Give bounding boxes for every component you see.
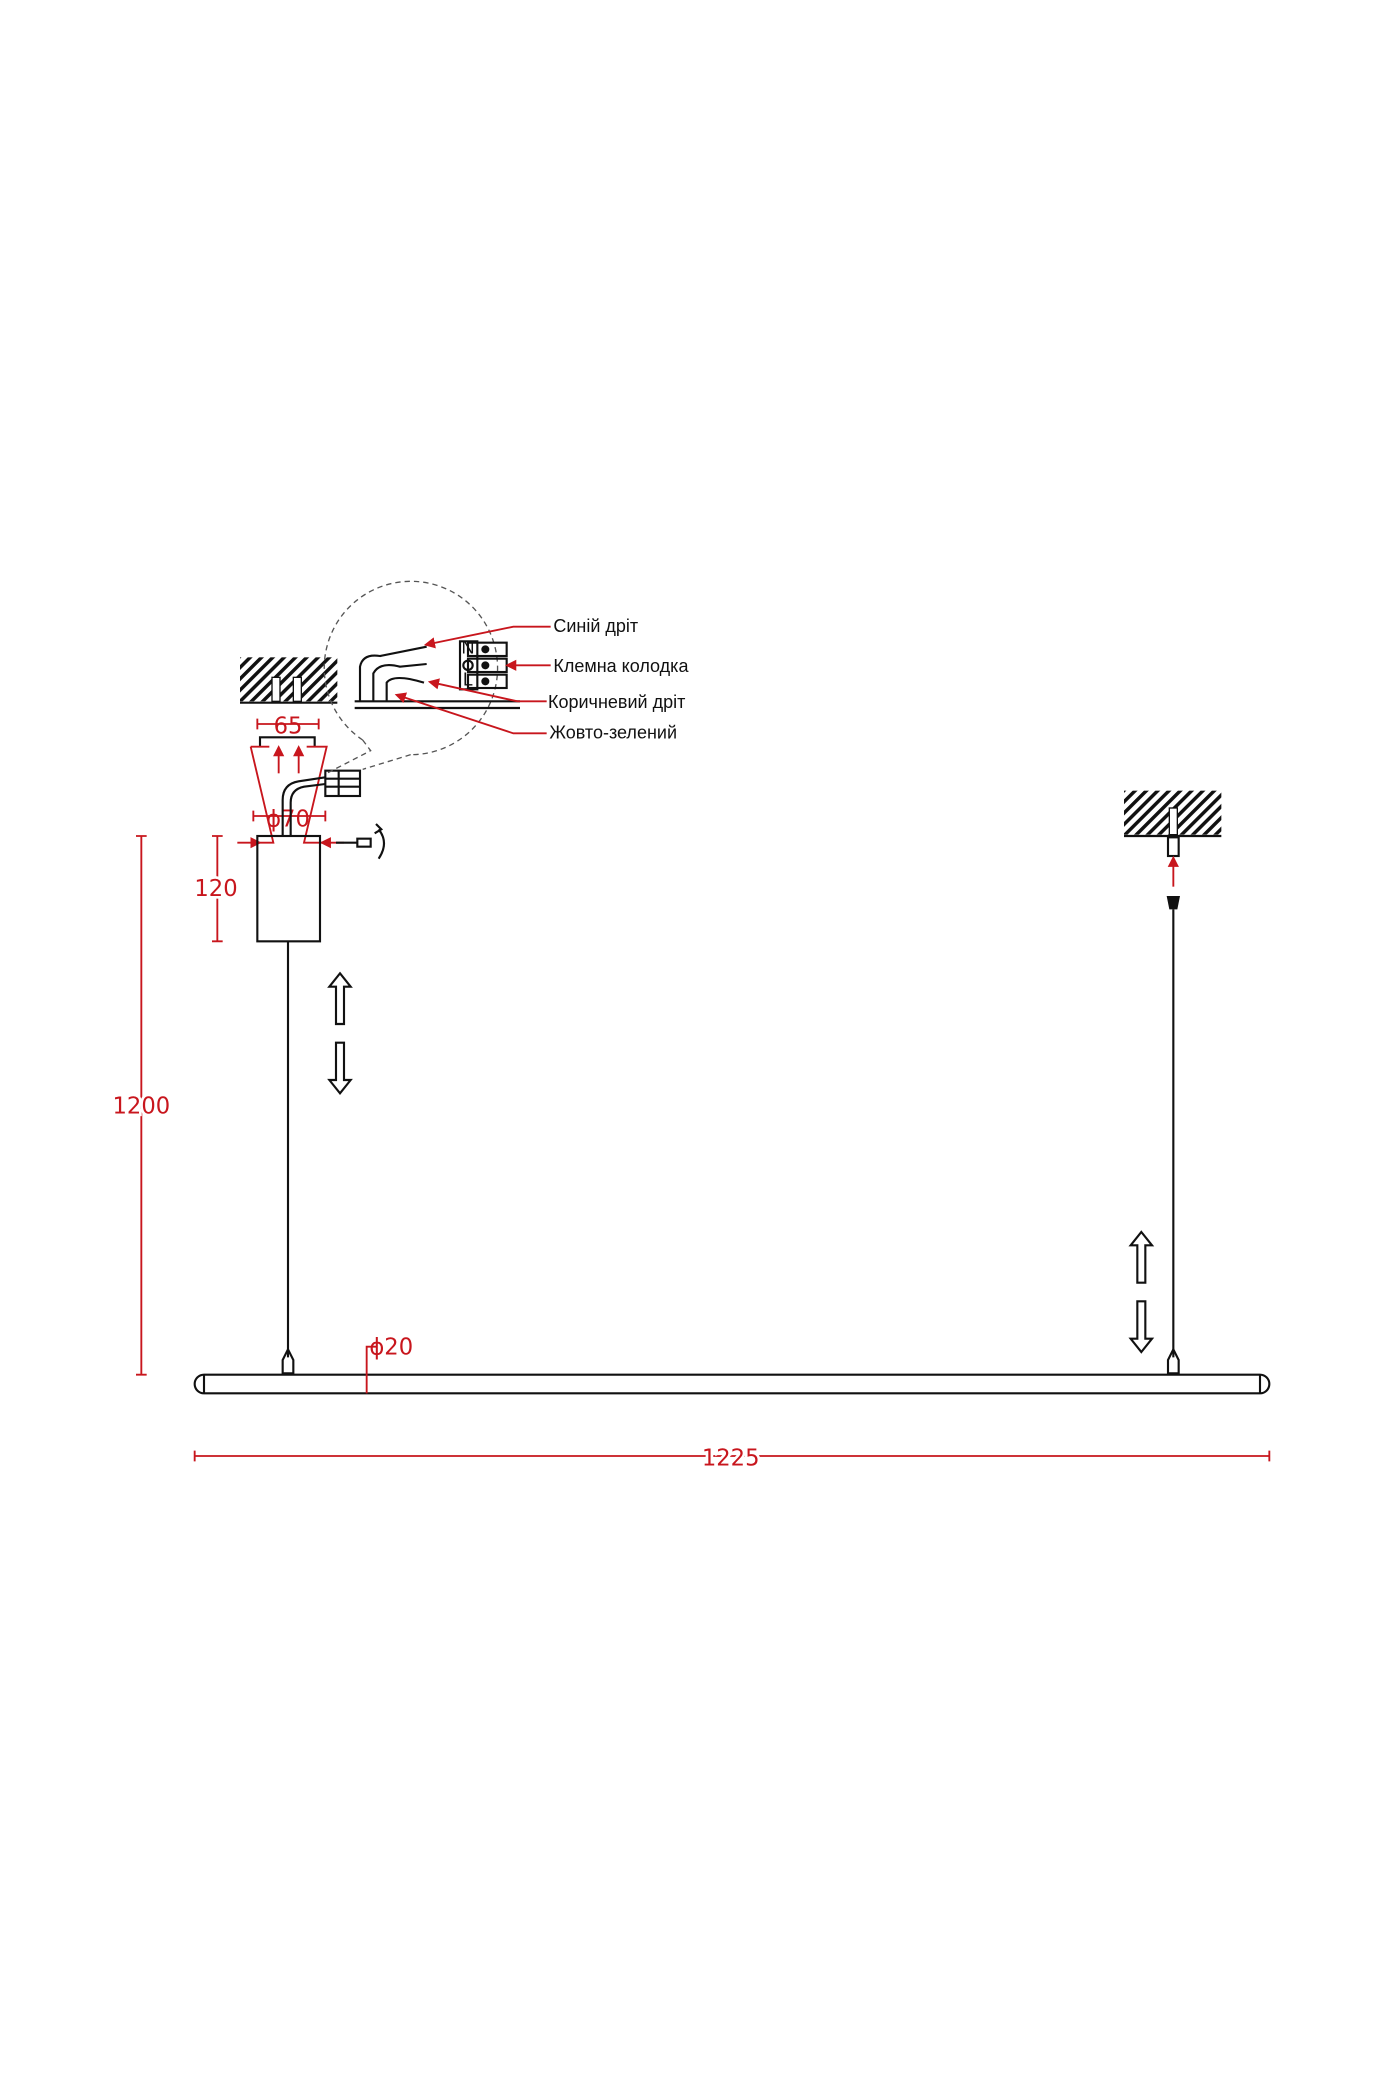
screwdriver-icon: [336, 823, 386, 860]
driver-height-label: 120: [194, 876, 237, 902]
length-total-label: 1225: [702, 1445, 760, 1471]
driver-box: [256, 834, 322, 943]
callout-yellow-green: Жовто-зелений: [549, 723, 677, 743]
height-total-label: 1200: [112, 1093, 170, 1119]
left-cable-connector: [281, 1346, 295, 1375]
light-rod: [193, 1373, 1271, 1395]
callout-terminal-block: Клемна колодка: [553, 656, 689, 676]
callout-blue-wire: Синій дріт: [553, 616, 638, 636]
canopy-diameter-label: ϕ70: [266, 807, 310, 833]
left-ceiling: [240, 657, 338, 704]
wiring-detail: N L Синій дріт Клемна колодка Коричневий…: [323, 580, 689, 774]
rod-diameter-label: ϕ20: [369, 1335, 413, 1361]
small-terminal-block: [324, 769, 362, 798]
canopy: 65 ϕ70: [237, 713, 386, 860]
right-suspension: [1124, 790, 1222, 1375]
dimensions: 1200 120 1225 ϕ20: [110, 835, 1271, 1474]
canopy-width-label: 65: [274, 713, 303, 739]
adjust-arrows-icon: [327, 971, 1155, 1354]
callout-brown-wire: Коричневий дріт: [548, 692, 685, 712]
